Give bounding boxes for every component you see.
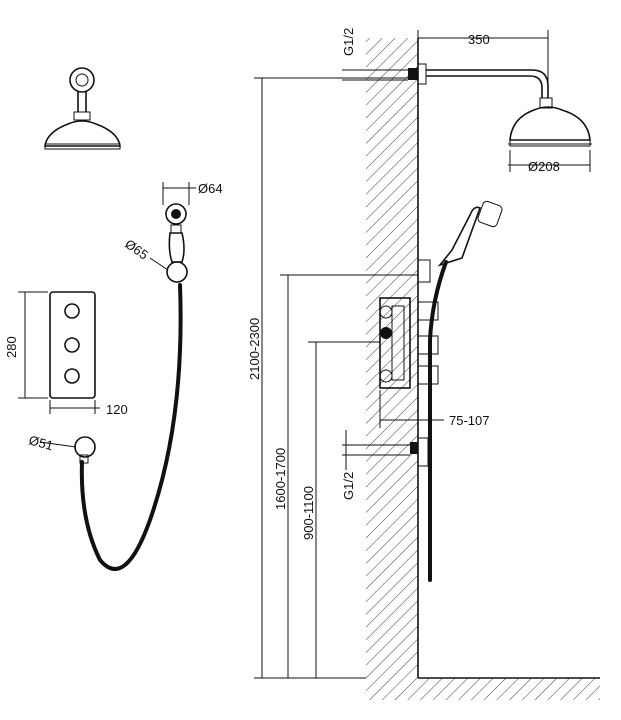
holder-diameter-label: Ø65 [122,236,151,262]
valve-and-handshower-installed [379,200,503,582]
panel-width-label: 120 [106,402,128,417]
head-diameter-label: Ø208 [528,159,560,174]
overhead-shower [44,67,121,150]
wall [366,38,600,700]
dimension-lines [18,30,591,679]
valve-height-label: 900-1100 [301,486,316,540]
arm-length-label: 350 [468,32,490,47]
valve-depth-label: 75-107 [449,413,489,428]
panel-height-label: 280 [4,336,19,358]
hand-shower-diameter-label: Ø64 [198,181,223,196]
hand-shower [79,203,188,571]
wall-outlet [74,436,96,464]
head-height-label: 2100-2300 [247,318,262,380]
thread-bottom-label: G1/2 [341,472,356,500]
thermostatic-panel [49,291,96,399]
outlet-diameter-label: Ø51 [27,432,55,453]
holder-height-label: 1600-1700 [273,448,288,510]
overhead-shower-installed [408,63,592,147]
thread-top-label: G1/2 [341,28,356,56]
